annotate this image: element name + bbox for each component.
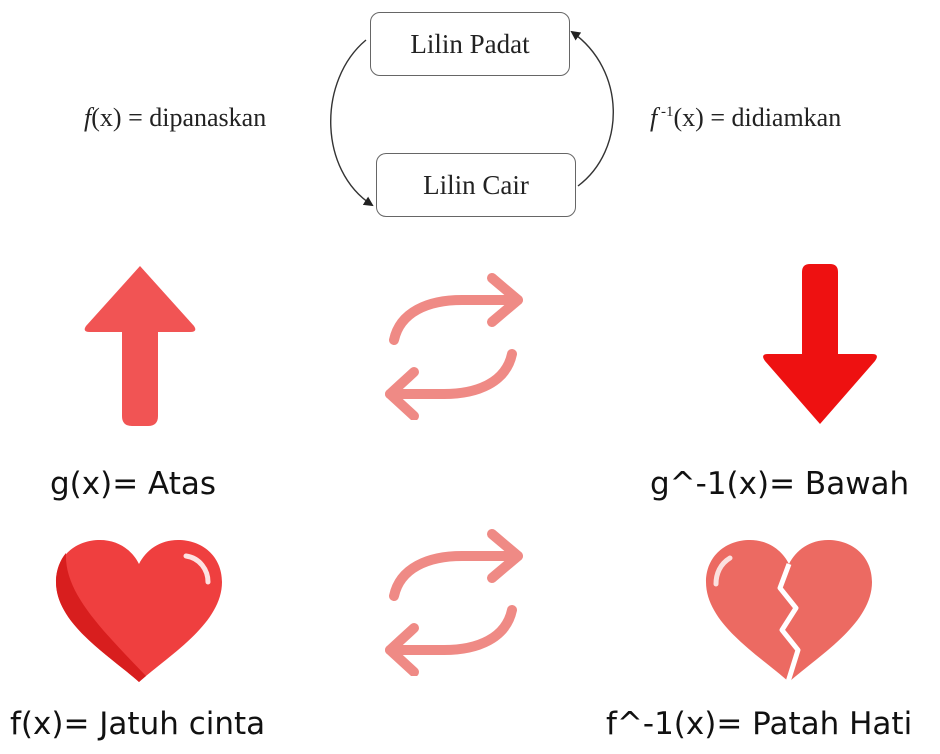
left-function-text: = dipanaskan: [121, 103, 267, 132]
arrow-up-icon: [84, 266, 196, 426]
box-lilin-cair-label: Lilin Cair: [423, 169, 529, 200]
caption-up: g(x)= Atas: [50, 466, 217, 502]
cycle-arrows-icon: [385, 529, 523, 676]
caption-broken: f^-1(x)= Patah Hati: [606, 706, 913, 742]
arrow-down-icon: [763, 264, 877, 424]
left-function-label: f(x) = dipanaskan: [84, 103, 266, 133]
right-function-name: f: [650, 103, 658, 132]
box-lilin-padat-label: Lilin Padat: [410, 28, 530, 59]
box-lilin-cair: Lilin Cair: [376, 153, 576, 217]
heart-icon: [56, 540, 222, 682]
left-function-var: (x): [91, 103, 122, 132]
caption-love: f(x)= Jatuh cinta: [10, 706, 266, 742]
right-function-text: = didiamkan: [703, 103, 842, 132]
right-function-label: f -1(x) = didiamkan: [650, 103, 841, 133]
box-lilin-padat: Lilin Padat: [370, 12, 570, 76]
broken-heart-icon: [706, 540, 872, 683]
cycle-connector-arrows: [330, 30, 614, 207]
cycle-arrows-icon: [385, 273, 523, 420]
right-function-sup: -1: [657, 104, 674, 120]
right-function-var: (x): [673, 103, 704, 132]
caption-down: g^-1(x)= Bawah: [650, 466, 910, 502]
left-arc-arrow: [330, 39, 374, 207]
left-function-name: f: [84, 103, 92, 132]
right-arc-arrow: [570, 30, 614, 187]
